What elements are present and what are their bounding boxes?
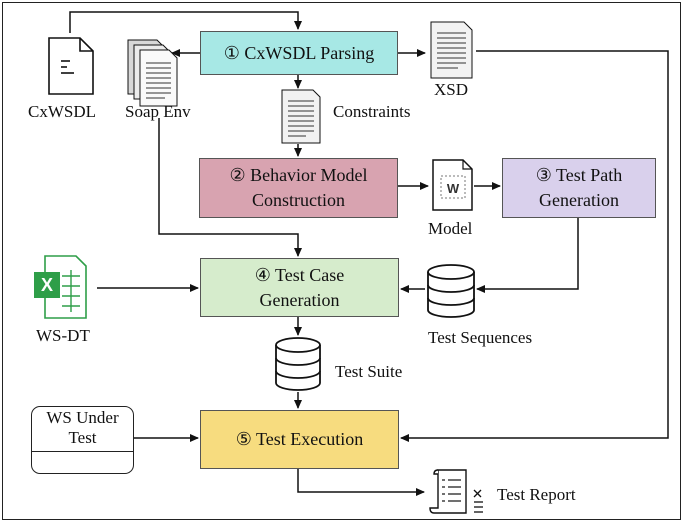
diagram-frame xyxy=(2,2,681,520)
constraints-label: Constraints xyxy=(333,102,411,121)
spreadsheet-icon: X xyxy=(34,255,87,319)
cxwsdl-document-icon xyxy=(48,37,94,95)
test-execution-box: ⑤ Test Execution xyxy=(200,410,399,469)
test-suite-database-icon xyxy=(275,337,321,391)
ws-under-test-divider xyxy=(32,451,133,452)
xsd-label: XSD xyxy=(434,80,469,99)
test-sequences-label: Test Sequences xyxy=(428,328,533,347)
connectors xyxy=(69,11,669,496)
ws-under-test-label: WS Under Test xyxy=(46,408,119,447)
cxwsdl-parsing-box: ① CxWSDL Parsing xyxy=(200,31,398,75)
test-case-generation-box: ④ Test Case Generation xyxy=(200,258,399,317)
constraints-document-icon xyxy=(281,89,321,144)
soap-env-label: Soap Env xyxy=(125,102,191,121)
test-report-scroll-icon xyxy=(429,469,483,514)
arrow-xsd-to-execution xyxy=(400,50,669,442)
arrow-cxwsdl-to-parsing xyxy=(69,11,302,33)
arrow-soap-env-to-test-case xyxy=(158,118,302,257)
model-document-icon: W xyxy=(432,159,473,211)
model-label: Model xyxy=(428,219,473,238)
ws-dt-label: WS-DT xyxy=(36,326,90,345)
cxwsdl-label: CxWSDL xyxy=(28,102,96,121)
arrow-execution-to-report xyxy=(297,469,425,496)
model-glyph: W xyxy=(447,181,460,196)
excel-glyph: X xyxy=(41,275,53,295)
xsd-document-icon xyxy=(430,21,473,79)
test-report-label: Test Report xyxy=(497,485,576,504)
arrow-test-path-to-sequences xyxy=(476,218,579,293)
test-sequences-database-icon xyxy=(427,264,475,318)
behavior-model-construction-box: ② Behavior Model Construction xyxy=(199,158,398,218)
ws-under-test-box: WS Under Test xyxy=(31,406,134,474)
soap-env-documents-icon xyxy=(127,39,178,107)
test-path-generation-box: ③ Test Path Generation xyxy=(502,158,656,218)
test-suite-label: Test Suite xyxy=(335,362,403,381)
